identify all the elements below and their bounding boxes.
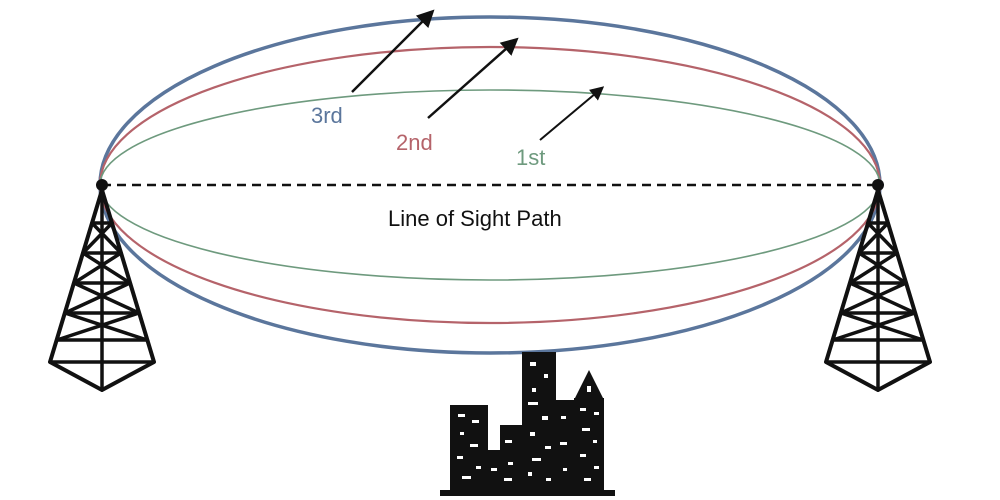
zone-3-label: 3rd [311, 103, 343, 128]
zone-arrows [351, 9, 605, 141]
zone-3-arrow [351, 9, 435, 93]
zone-1-label: 1st [516, 145, 545, 170]
line-of-sight-label: Line of Sight Path [388, 206, 562, 231]
left-antenna-node [96, 179, 108, 191]
left-tower-icon [48, 188, 156, 392]
city-skyline-icon [440, 352, 615, 496]
zone-1-arrow [539, 86, 605, 141]
right-tower-icon [824, 188, 932, 392]
zone-2-label: 2nd [396, 130, 433, 155]
zone-2-arrow [427, 37, 519, 119]
right-antenna-node [872, 179, 884, 191]
